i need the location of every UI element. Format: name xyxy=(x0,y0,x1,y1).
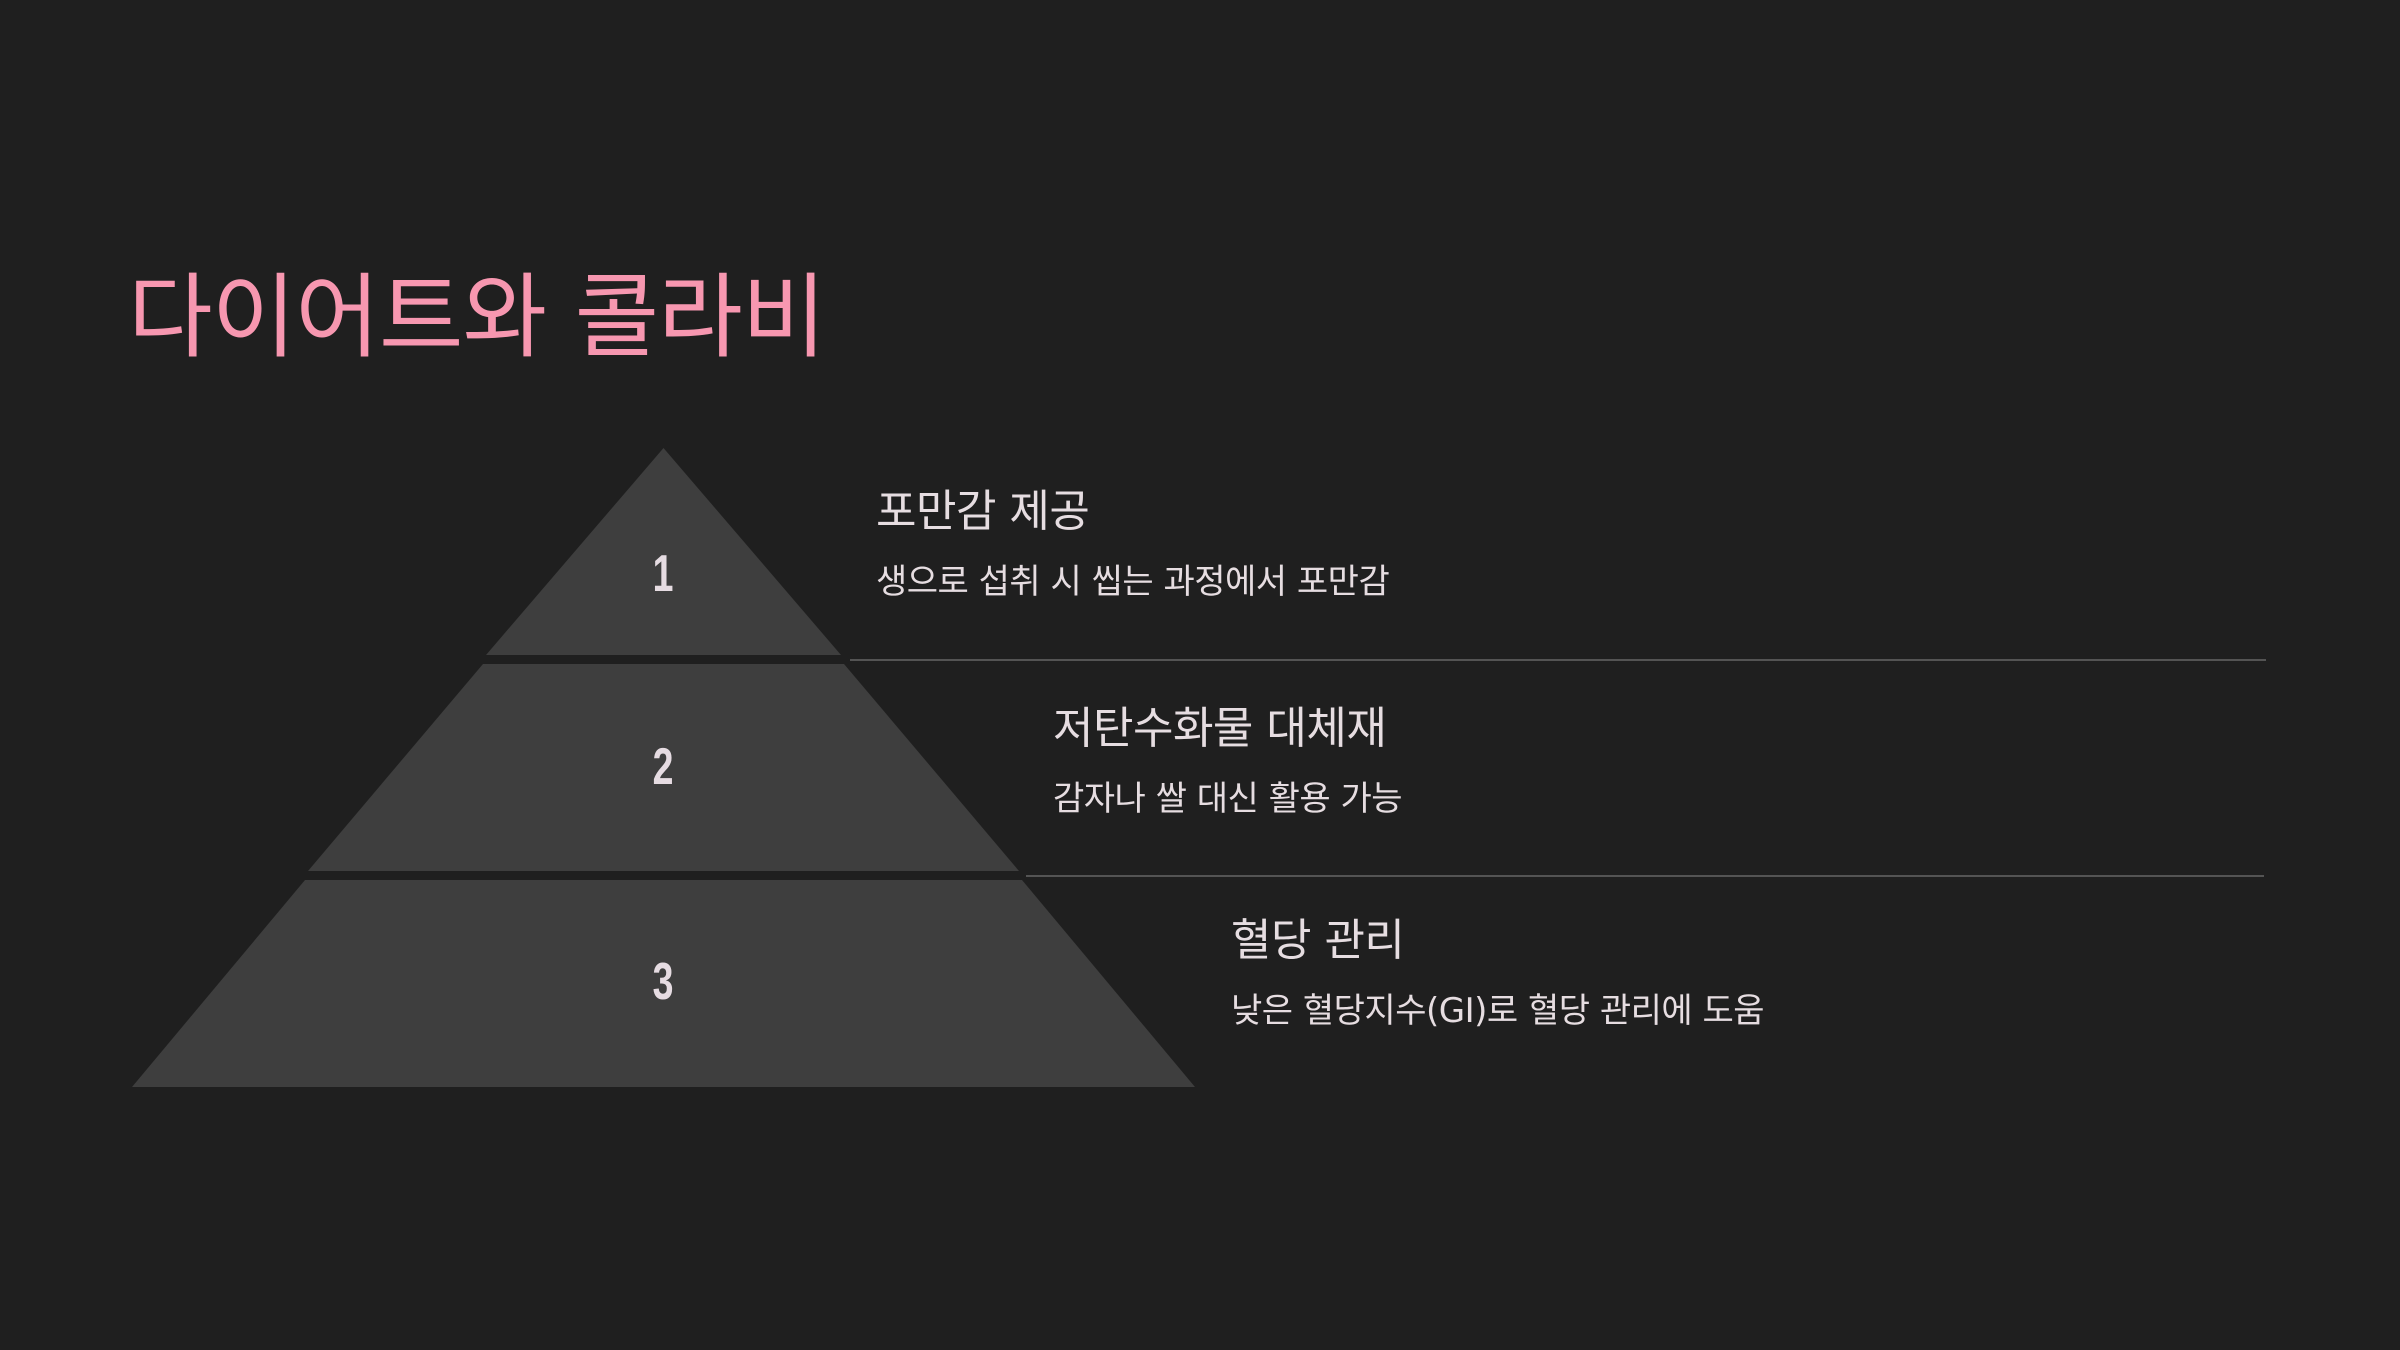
divider-2 xyxy=(1026,875,2264,877)
pyramid-level-1-text: 포만감 제공 생으로 섭취 시 씹는 과정에서 포만감 xyxy=(876,484,1390,604)
pyramid-level-1-number: 1 xyxy=(652,545,674,603)
pyramid-level-2-number: 2 xyxy=(652,738,674,796)
pyramid-level-1-shape xyxy=(486,448,841,655)
pyramid-level-3-number: 3 xyxy=(652,953,674,1011)
level-3-heading: 혈당 관리 xyxy=(1231,915,1405,966)
pyramid-level-3-shape xyxy=(132,880,1195,1087)
level-2-heading: 저탄수화물 대체재 xyxy=(1053,703,1387,754)
level-1-heading: 포만감 제공 xyxy=(876,486,1090,537)
level-2-description: 감자나 쌀 대신 활용 가능 xyxy=(1053,779,1403,819)
pyramid-level-2-text: 저탄수화물 대체재 감자나 쌀 대신 활용 가능 xyxy=(1053,701,1403,821)
pyramid-level-2-shape xyxy=(308,664,1019,871)
level-3-description: 낮은 혈당지수(GI)로 혈당 관리에 도움 xyxy=(1231,991,1765,1031)
divider-1 xyxy=(850,659,2266,661)
pyramid-level-3-text: 혈당 관리 낮은 혈당지수(GI)로 혈당 관리에 도움 xyxy=(1231,913,1765,1033)
level-1-description: 생으로 섭취 시 씹는 과정에서 포만감 xyxy=(876,562,1390,602)
slide-title: 다이어트와 콜라비 xyxy=(128,264,826,371)
